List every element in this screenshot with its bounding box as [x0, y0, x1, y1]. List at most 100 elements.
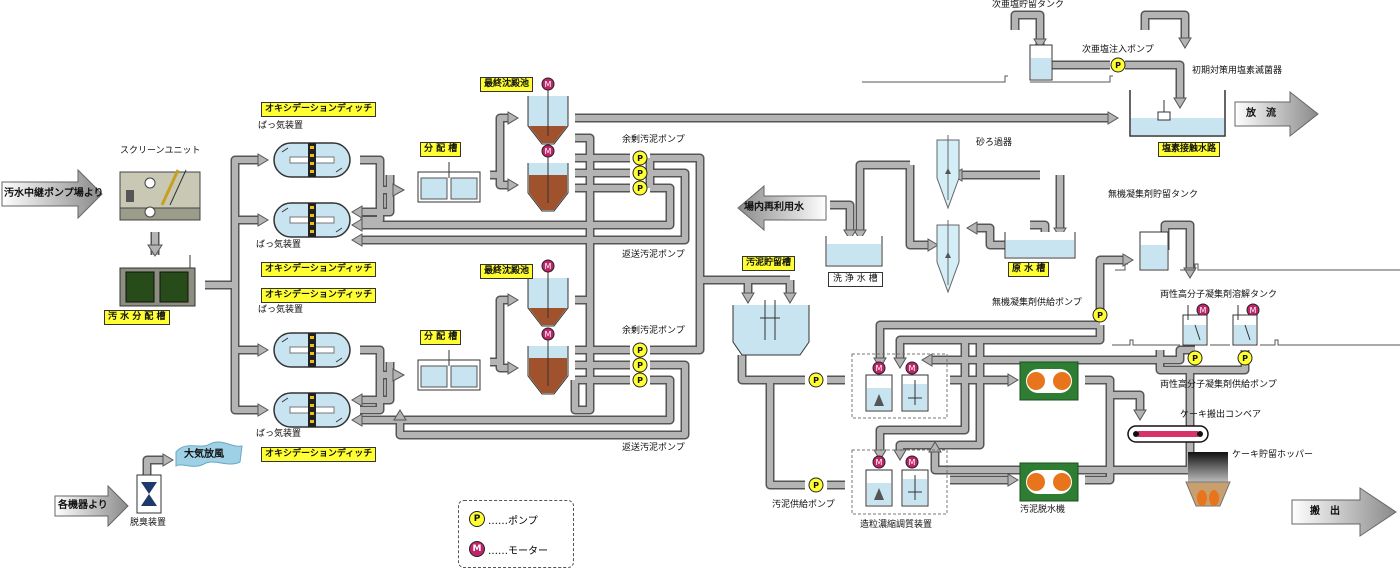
final-sedimentation-tank-3: M: [527, 259, 569, 327]
final-sedimentation-label-1: 最終沈殿池: [480, 77, 534, 92]
screen-unit: [119, 169, 201, 221]
polymer-pump-label: 両性高分子凝集剤供給ポンプ: [1160, 380, 1277, 390]
motor-symbol-2: M: [905, 361, 919, 375]
aerator-label-2: ばっ気装置: [256, 240, 302, 250]
hypochlorite-pump-label: 次亜塩注入ポンプ: [1082, 45, 1154, 55]
cake-hopper-label: ケーキ貯留ホッパー: [1232, 450, 1314, 460]
aerator-label-3: ばっ気装置: [258, 305, 304, 315]
pump-symbol-4: P: [632, 342, 648, 358]
inorganic-coagulant-tank: [1139, 231, 1169, 271]
deodorizer-label: 脱臭装置: [130, 518, 167, 528]
oxidation-ditch-label-2: オキシデーションディッチ: [261, 262, 377, 277]
polymer-tank-1: [1182, 305, 1208, 346]
motor-symbol-5: M: [1196, 303, 1210, 317]
final-sedimentation-tank-2: M: [527, 144, 569, 212]
chlorine-contact-channel: [1129, 90, 1226, 137]
svg-text:P: P: [637, 184, 643, 193]
svg-text:P: P: [813, 481, 819, 490]
return-sludge-pump-label-1: 返送汚泥ポンプ: [622, 250, 685, 260]
influent-arrow: [1, 168, 103, 220]
pump-symbol-6: P: [632, 372, 648, 388]
pump-symbol-15: P: [1237, 350, 1253, 366]
distribution-tank-label-1: 分 配 槽: [420, 142, 462, 157]
reuse-label: 場内再利用水: [744, 202, 804, 213]
oxidation-ditch-label-1: オキシデーションディッチ: [261, 102, 377, 117]
legend-pump-text: ……ポンプ: [488, 515, 538, 527]
sludge-storage-tank: [732, 300, 810, 356]
svg-text:P: P: [1242, 354, 1248, 363]
pump-symbol-5: P: [632, 357, 648, 373]
return-sludge-pump-label-2: 返送汚泥ポンプ: [622, 443, 685, 453]
svg-text:P: P: [1115, 61, 1121, 70]
chlorine-channel-label: 塩素接触水路: [1158, 142, 1221, 157]
discharge-arrow: [1234, 90, 1319, 138]
polymer-tank-label: 両性高分子凝集剤溶解タンク: [1160, 290, 1278, 300]
svg-text:P: P: [813, 376, 819, 385]
hypochlorite-tank: [1029, 44, 1053, 81]
svg-text:M: M: [876, 364, 883, 373]
svg-text:P: P: [637, 346, 643, 355]
motor-symbol-1: M: [872, 361, 886, 375]
svg-text:P: P: [637, 376, 643, 385]
cake-conveyor: [1127, 425, 1209, 443]
discharge-label: 放 流: [1246, 108, 1276, 119]
reuse-arrow: [737, 184, 827, 232]
sewage-distribution-label: 汚 水 分 配 槽: [104, 310, 170, 325]
thickening-unit-lower: [851, 449, 948, 515]
wash-water-tank-label: 洗 浄 水 槽: [828, 272, 883, 287]
svg-text:P: P: [637, 361, 643, 370]
atmosphere-label: 大気放風: [184, 449, 224, 460]
oxidation-ditch-2: [273, 202, 351, 238]
sand-filter-1: [936, 135, 960, 210]
screen-unit-label: スクリーンユニット: [120, 146, 201, 156]
dewatering-label: 汚泥脱水機: [1020, 505, 1066, 515]
svg-text:M: M: [1250, 306, 1257, 315]
wash-water-tank: [825, 236, 883, 267]
motor-symbol-4: M: [905, 455, 919, 469]
deodorizer: [136, 474, 162, 514]
svg-text:M: M: [876, 458, 883, 467]
svg-text:M: M: [1200, 306, 1207, 315]
motor-symbol-3: M: [872, 455, 886, 469]
thickening-unit-upper: [851, 353, 948, 419]
svg-text:P: P: [1097, 311, 1103, 320]
oxidation-ditch-1: [273, 142, 351, 178]
motor-icon: M: [469, 541, 485, 557]
equipment-arrow: [54, 484, 129, 528]
dewatering-machine-1: [1019, 361, 1079, 401]
excess-sludge-pump-label-1: 余剰汚泥ポンプ: [622, 135, 685, 145]
final-sedimentation-tank-4: M: [527, 327, 569, 395]
inorganic-coagulant-pump-label: 無機凝集剤供給ポンプ: [992, 298, 1082, 308]
carry-out-label: 搬 出: [1310, 506, 1340, 517]
pump-symbol-13: P: [1092, 307, 1108, 323]
hypochlorite-tank-label: 次亜塩貯留タンク: [992, 0, 1065, 10]
polymer-tank-2: [1232, 305, 1258, 346]
sludge-storage-label: 汚泥貯留槽: [742, 256, 796, 271]
svg-text:M: M: [545, 330, 552, 339]
dewatering-machine-2: [1019, 462, 1079, 502]
distribution-tank-1: [417, 162, 481, 203]
svg-text:M: M: [545, 147, 552, 156]
oxidation-ditch-label-4: オキシデーションディッチ: [261, 447, 377, 462]
atmosphere-cloud: [175, 441, 243, 467]
equipment-source-label: 各機器より: [58, 500, 108, 511]
cake-conveyor-label: ケーキ搬出コンベア: [1180, 410, 1262, 420]
inorganic-coagulant-tank-label: 無機凝集剤貯留タンク: [1108, 190, 1199, 200]
distribution-tank-2: [417, 350, 481, 391]
sewage-distribution-tank: [119, 255, 196, 307]
sand-filter-2: [936, 220, 960, 294]
pump-symbol-14: P: [1187, 350, 1203, 366]
final-sedimentation-tank-1: M: [527, 77, 569, 145]
pump-symbol-11: P: [808, 372, 824, 388]
motor-symbol-6: M: [1246, 303, 1260, 317]
sand-filter-label: 砂ろ過器: [976, 138, 1013, 148]
oxidation-ditch-3: [273, 332, 351, 368]
legend: P ……ポンプ M ……モーター: [458, 500, 574, 568]
pump-symbol-7: P: [1110, 57, 1126, 73]
svg-text:M: M: [545, 262, 552, 271]
final-sedimentation-label-2: 最終沈殿池: [480, 264, 534, 279]
svg-text:M: M: [909, 458, 916, 467]
legend-pump-row: P ……ポンプ: [469, 511, 538, 527]
